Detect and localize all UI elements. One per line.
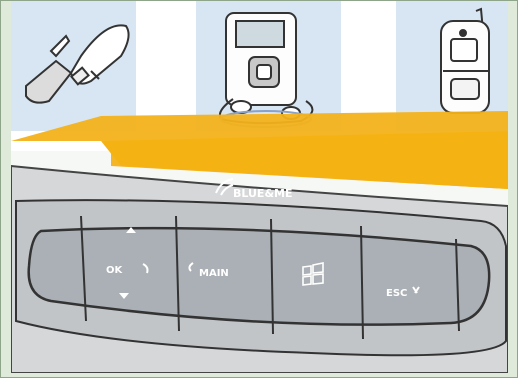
esc-label: ESC — [386, 288, 407, 299]
mobile-phone-icon — [441, 9, 489, 113]
ok-label: OK — [106, 265, 124, 276]
main-label: MAIN — [199, 268, 229, 279]
usb-backdrop — [11, 1, 136, 131]
blue-and-me-illustration: BLUE&ME OK MAIN — [11, 1, 508, 373]
brand-logo: BLUE&ME — [233, 187, 293, 200]
illustration-svg: BLUE&ME OK MAIN — [11, 1, 508, 373]
